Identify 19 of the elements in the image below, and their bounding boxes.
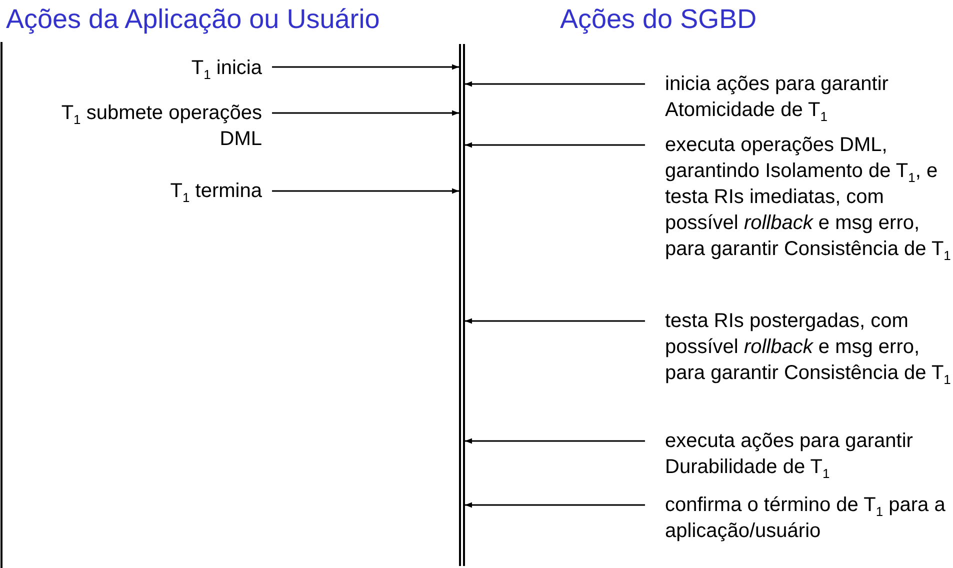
action-description: confirma o término de T$_{1}$ para a aplicação/usuário	[665, 492, 953, 544]
action-description: inicia ações para garantir Atomicidade de T$_{1}$	[665, 71, 953, 123]
arrow	[465, 142, 645, 148]
arrow	[465, 502, 645, 508]
column-heading: Ações da Aplicação ou Usuário	[6, 4, 380, 35]
action-description: executa operações DML, garantindo Isolamento de T$_{1}$, e testa RIs imediatas, com possível rollback e msg erro, para garantir Consistência de T$_{1}$	[665, 132, 953, 262]
event-label: T$_{1}$ inicia	[100, 55, 262, 81]
arrow	[465, 438, 645, 444]
arrow	[465, 81, 645, 87]
arrow	[272, 110, 459, 116]
action-description: testa RIs postergadas, com possível rollback e msg erro, para garantir Consistência de T$_{1}$	[665, 308, 953, 386]
event-label: T$_{1}$ termina	[100, 178, 262, 204]
event-label: T$_{1}$ submete operações DML	[60, 100, 262, 152]
arrow	[465, 318, 645, 324]
action-description: executa ações para garantir Durabilidade de T$_{1}$	[665, 428, 953, 480]
arrow	[272, 188, 459, 194]
column-heading: Ações do SGBD	[560, 4, 757, 35]
lifeline-bar	[459, 44, 465, 566]
arrow	[272, 64, 459, 70]
